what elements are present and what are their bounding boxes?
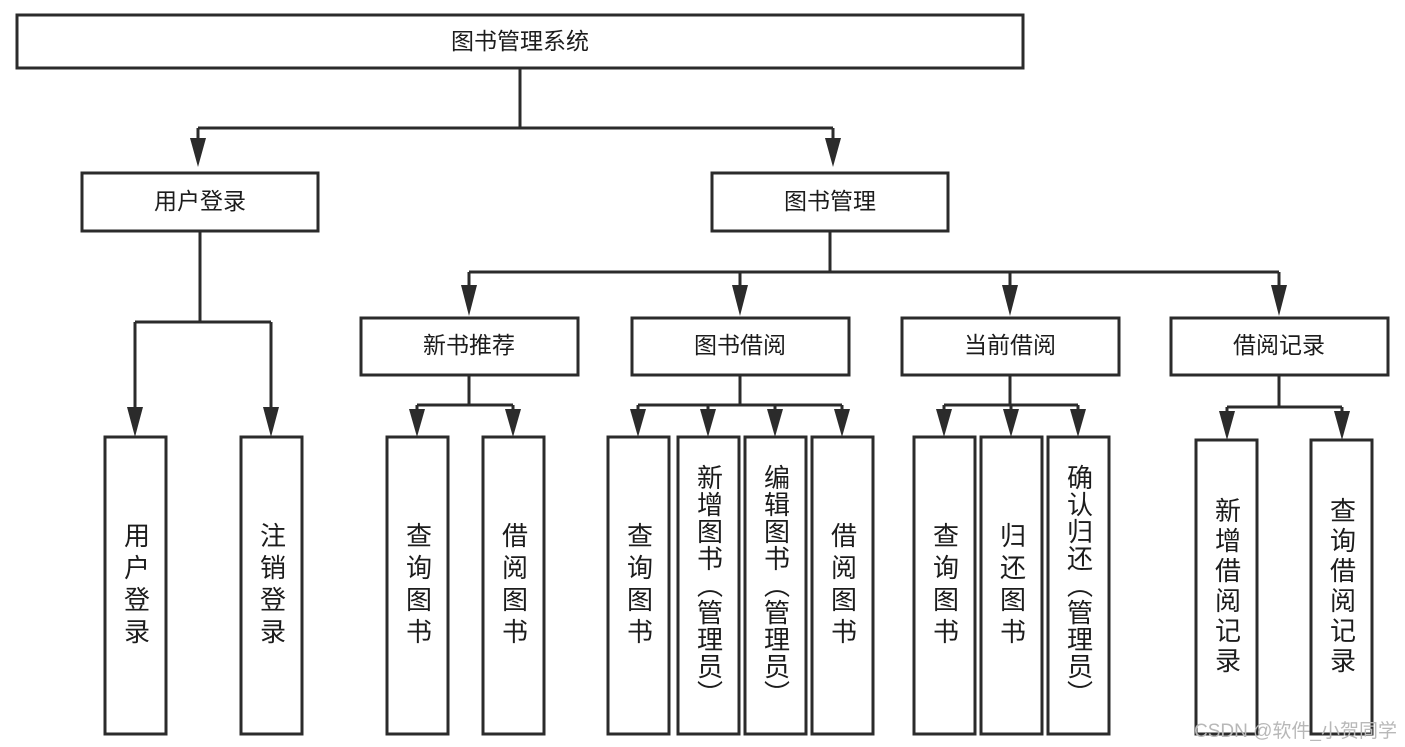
connector-book-borrow-to-leaves <box>630 375 850 437</box>
leaf-box-recommend-query-book[interactable] <box>385 435 450 736</box>
leaf-box-borrow-add-book[interactable] <box>676 435 741 736</box>
leaf-box-borrow-edit-book[interactable] <box>743 435 808 736</box>
node-user-login[interactable]: 用户登录 <box>80 171 320 233</box>
node-user-login-box[interactable] <box>80 171 320 233</box>
leaf-box-user-login-login[interactable] <box>103 435 168 736</box>
arrow-head-icon <box>505 409 521 437</box>
node-book-management-label: 图书管理 <box>784 188 876 214</box>
arrow-head-icon <box>936 409 952 437</box>
leaf-box-user-login-logout[interactable] <box>239 435 304 736</box>
leaf-box-current-query-book[interactable] <box>912 435 977 736</box>
arrow-head-icon <box>767 409 783 437</box>
arrow-head-icon <box>732 285 748 316</box>
arrow-head-icon <box>1219 411 1235 440</box>
node-new-book-recommend[interactable]: 新书推荐 <box>359 316 580 377</box>
arrow-head-icon <box>825 138 841 167</box>
node-new-book-recommend-box[interactable] <box>359 316 580 377</box>
node-user-login-label: 用户登录 <box>154 188 246 214</box>
arrow-head-icon <box>409 409 425 437</box>
arrow-head-icon <box>461 285 477 316</box>
node-borrow-record-label: 借阅记录 <box>1233 332 1325 358</box>
connector-current-borrow-to-leaves <box>936 375 1086 437</box>
arrow-head-icon <box>700 409 716 437</box>
connector-borrow-record-to-leaves <box>1219 375 1350 440</box>
connector-root-to-level2 <box>190 68 841 167</box>
arrow-head-icon <box>263 407 279 437</box>
connector-user-login-to-leaves <box>127 231 279 437</box>
arrow-head-icon <box>190 138 206 167</box>
arrow-head-icon <box>1271 285 1287 316</box>
arrow-head-icon <box>630 409 646 437</box>
node-book-borrow[interactable]: 图书借阅 <box>630 316 851 377</box>
leaf-box-record-add-record[interactable] <box>1194 438 1259 736</box>
arrow-head-icon <box>1334 411 1350 440</box>
node-book-borrow-label: 图书借阅 <box>694 332 786 358</box>
connector-book-management-to-level3 <box>461 231 1287 316</box>
arrow-head-icon <box>1003 409 1019 437</box>
node-current-borrow-label: 当前借阅 <box>964 332 1056 358</box>
arrow-head-icon <box>834 409 850 437</box>
node-root-box[interactable] <box>15 13 1025 70</box>
node-borrow-record[interactable]: 借阅记录 <box>1169 316 1390 377</box>
watermark: CSDN @软件_小贺同学 <box>1194 721 1397 742</box>
node-current-borrow-box[interactable] <box>900 316 1121 377</box>
arrow-head-icon <box>127 407 143 437</box>
connector-new-book-recommend-to-leaves <box>409 375 521 437</box>
leaf-box-current-return-book[interactable] <box>979 435 1044 736</box>
leaf-box-recommend-borrow-book[interactable] <box>481 435 546 736</box>
leaf-box-record-query-record[interactable] <box>1309 438 1374 736</box>
leaf-box-borrow-borrow-book[interactable] <box>810 435 875 736</box>
node-current-borrow[interactable]: 当前借阅 <box>900 316 1121 377</box>
node-root[interactable]: 图书管理系统 <box>15 13 1025 70</box>
leaf-box-borrow-query-book[interactable] <box>606 435 671 736</box>
node-root-label: 图书管理系统 <box>451 28 589 54</box>
arrow-head-icon <box>1070 409 1086 437</box>
node-new-book-recommend-label: 新书推荐 <box>423 332 515 358</box>
node-book-management[interactable]: 图书管理 <box>710 171 950 233</box>
leaf-box-current-confirm-return[interactable] <box>1046 435 1111 736</box>
arrow-head-icon <box>1002 285 1018 316</box>
